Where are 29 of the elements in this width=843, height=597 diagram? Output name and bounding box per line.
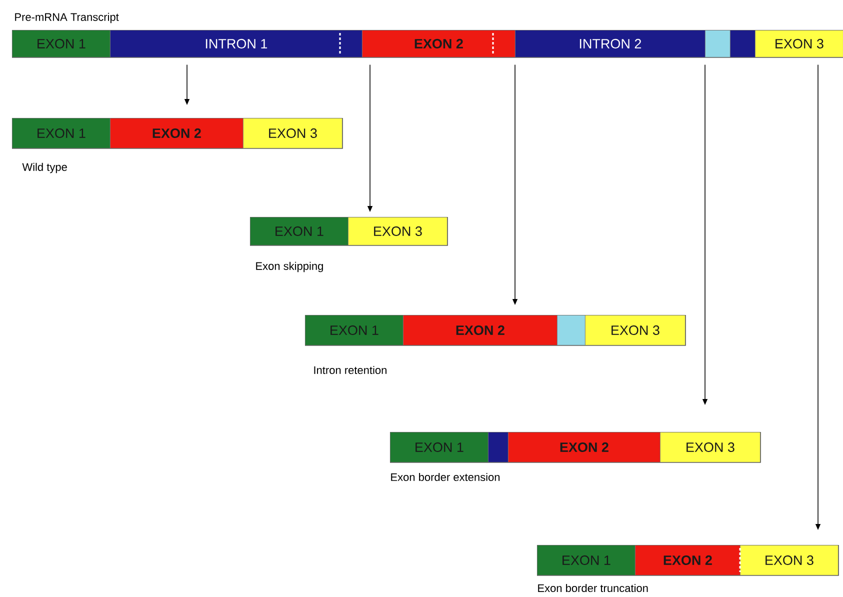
transcript-caption: Intron retention <box>314 366 386 374</box>
segment-box <box>557 315 586 346</box>
intron-segment: INTRON 1 <box>110 30 362 58</box>
exon-segment: EXON 3 <box>740 545 838 576</box>
exon-segment: EXON 1 <box>250 217 348 246</box>
exon-segment: EXON 1 <box>305 315 404 346</box>
transcript-caption: Exon border truncation <box>538 584 648 592</box>
transcript-caption: Exon border extension <box>391 472 500 482</box>
segment-box <box>705 30 730 58</box>
exon-segment: EXON 1 <box>537 545 636 576</box>
exon-segment: EXON 2 <box>362 30 516 58</box>
transcript-caption: Pre-mRNA Transcript <box>15 12 119 24</box>
exon-segment: EXON 1 <box>12 30 110 58</box>
transcript-caption: Exon skipping <box>256 262 323 272</box>
intron-segment: INTRON 2 <box>515 30 706 58</box>
exon-segment: EXON 1 <box>390 432 488 462</box>
exon-segment: EXON 1 <box>12 118 110 148</box>
exon-segment: EXON 2 <box>110 118 244 148</box>
exon-segment: EXON 3 <box>755 30 843 58</box>
exon-segment: EXON 3 <box>243 118 342 148</box>
transcript-caption: Wild type <box>22 162 67 174</box>
segment-box <box>488 432 508 462</box>
exon-segment: EXON 3 <box>348 217 448 246</box>
exon-segment: EXON 2 <box>403 315 558 346</box>
segment-box <box>730 30 756 58</box>
exon-segment: EXON 3 <box>660 432 760 462</box>
exon-segment: EXON 2 <box>635 545 740 576</box>
exon-segment: EXON 2 <box>508 432 660 462</box>
exon-segment: EXON 3 <box>585 315 686 346</box>
